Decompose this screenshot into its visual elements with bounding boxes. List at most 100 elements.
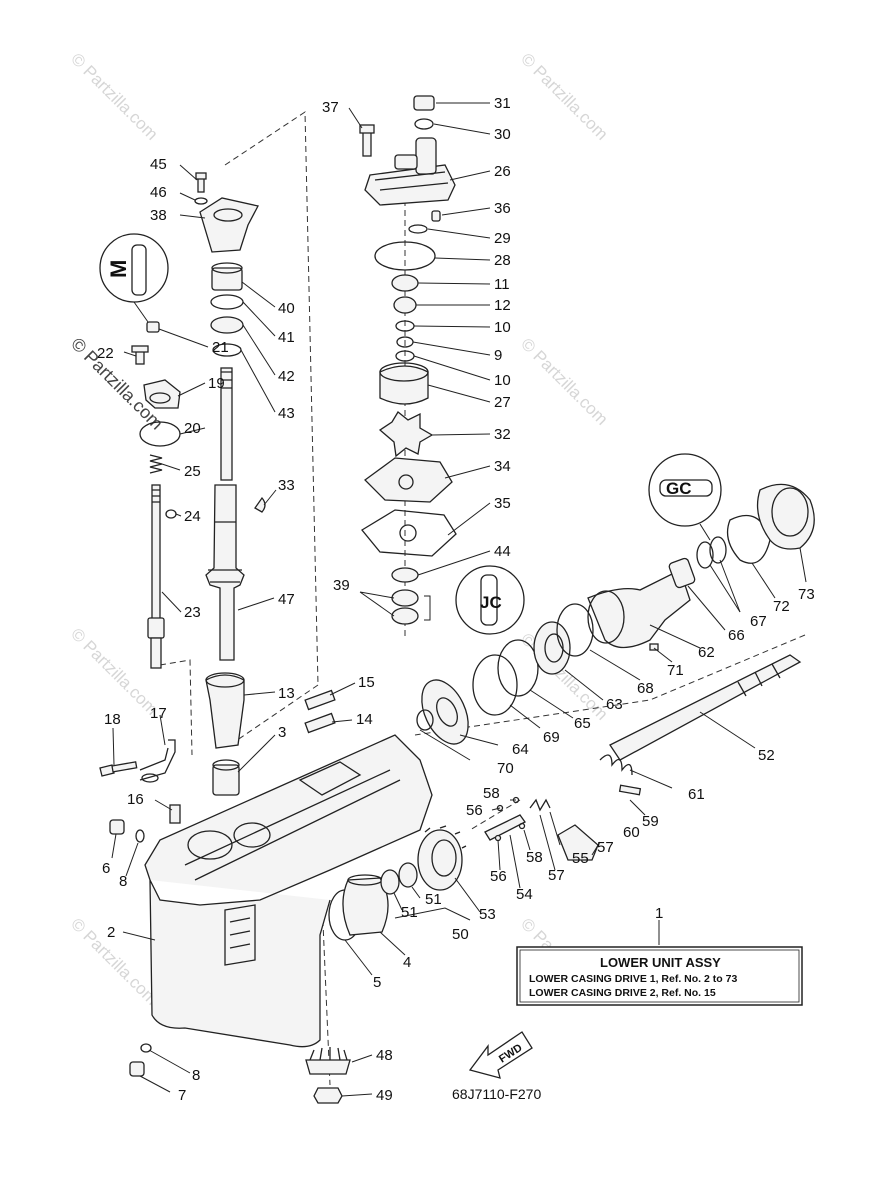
- lower-casing: [129, 734, 433, 1104]
- part-30-grommet: [414, 118, 434, 130]
- part-59-pin: [618, 784, 642, 796]
- part-45-bolt: [197, 177, 205, 193]
- callout-37: 37: [322, 99, 339, 116]
- part-23-shift-rod: [151, 484, 161, 621]
- callout-69: 69: [543, 729, 560, 746]
- callout-47: 47: [278, 591, 295, 608]
- part-47-drive-shaft: [205, 484, 245, 661]
- callout-21: 21: [212, 339, 229, 356]
- callout-42: 42: [278, 368, 295, 385]
- water-pump-parts: [361, 95, 457, 625]
- part-6-plug: [109, 819, 125, 835]
- callout-35: 35: [494, 495, 511, 512]
- part-3-bushing: [212, 764, 240, 796]
- callout-labels: 31 30 26 36 29 28 11 12 10 9 10 27 32 34…: [97, 95, 815, 1104]
- callout-14: 14: [356, 711, 373, 728]
- callout-5: 5: [373, 974, 381, 991]
- callout-53: 53: [479, 906, 496, 923]
- callout-3: 3: [278, 724, 286, 741]
- part-62-bearing-housing: [587, 569, 691, 649]
- callout-48: 48: [376, 1047, 393, 1064]
- callout-8a: 8: [119, 873, 127, 890]
- part-63-bearing: [533, 621, 571, 675]
- callout-41: 41: [278, 329, 295, 346]
- part-21-bushing: [146, 321, 160, 333]
- info-box-line-1: LOWER CASING DRIVE 1, Ref. No. 2 to 73: [529, 973, 737, 985]
- part-7-plug: [129, 1061, 145, 1077]
- callout-18: 18: [104, 711, 121, 728]
- callout-4: 4: [403, 954, 411, 971]
- callout-68: 68: [637, 680, 654, 697]
- part-41-washer: [210, 294, 244, 310]
- info-box-title: LOWER UNIT ASSY: [600, 955, 721, 970]
- callout-13: 13: [278, 685, 295, 702]
- callout-8b: 8: [192, 1067, 200, 1084]
- part-29-o-ring: [408, 224, 428, 234]
- part-48-pinion: [305, 1059, 351, 1075]
- callout-43: 43: [278, 405, 295, 422]
- part-17-hose: [139, 739, 176, 781]
- part-12-seal: [393, 296, 417, 314]
- callout-73: 73: [798, 586, 815, 603]
- callout-62: 62: [698, 644, 715, 661]
- callout-28: 28: [494, 252, 511, 269]
- part-64-reverse-gear: [421, 679, 469, 745]
- part-35-gasket: [361, 509, 457, 557]
- callout-23: 23: [184, 604, 201, 621]
- lube-jc-text: JC: [480, 593, 502, 612]
- callout-16: 16: [127, 791, 144, 808]
- callout-49: 49: [376, 1087, 393, 1104]
- callout-12: 12: [494, 297, 511, 314]
- drive-shaft-upper: [220, 367, 233, 481]
- callout-60: 60: [623, 824, 640, 841]
- part-13-sleeve: [205, 674, 245, 749]
- callout-44: 44: [494, 543, 511, 560]
- part-19-shift-lever: [143, 379, 181, 409]
- diagram-code: 68J7110-F270: [452, 1086, 541, 1102]
- callout-56b: 56: [490, 868, 507, 885]
- part-11-seal: [391, 274, 419, 292]
- callout-31: 31: [494, 95, 511, 112]
- callout-20: 20: [184, 420, 201, 437]
- callout-51a: 51: [401, 904, 418, 921]
- callout-17: 17: [150, 705, 167, 722]
- fwd-arrow-icon: FWD: [468, 1031, 533, 1079]
- part-25-spring: [149, 454, 163, 474]
- part-65-washer: [497, 639, 539, 697]
- assembly-lines: [159, 111, 806, 1086]
- part-32-impeller: [378, 411, 434, 458]
- part-46-washer: [194, 197, 208, 205]
- part-15-key: [304, 689, 336, 711]
- callout-10a: 10: [494, 319, 511, 336]
- callout-67: 67: [750, 613, 767, 630]
- callout-56a: 56: [466, 802, 483, 819]
- callout-54: 54: [516, 886, 533, 903]
- callout-57a: 57: [548, 867, 565, 884]
- callout-55: 55: [572, 850, 589, 867]
- part-39-seal: [391, 589, 419, 607]
- lube-gc-text: GC: [666, 479, 692, 498]
- part-18-bolt: [99, 764, 115, 777]
- callout-27: 27: [494, 394, 511, 411]
- callout-57b: 57: [597, 839, 614, 856]
- callout-24: 24: [184, 508, 201, 525]
- watermark: © Partzilla.com: [517, 49, 611, 143]
- part-31-grommet: [413, 95, 435, 111]
- lube-m-text: M: [106, 260, 131, 278]
- callout-46: 46: [150, 184, 167, 201]
- part-67-seal-b: [709, 536, 727, 564]
- part-73-ring-nut: [756, 483, 815, 550]
- callout-1: 1: [655, 905, 663, 922]
- part-56-ball-b: [494, 834, 502, 842]
- part-2-lower-casing: [144, 734, 433, 1048]
- callout-26: 26: [494, 163, 511, 180]
- callout-29: 29: [494, 230, 511, 247]
- part-70-shim: [416, 709, 434, 731]
- part-71-key: [649, 643, 659, 651]
- watermark: © Partzilla.com: [67, 49, 161, 143]
- part-58-ball-b: [518, 822, 526, 830]
- callout-51b: 51: [425, 891, 442, 908]
- callout-39: 39: [333, 577, 350, 594]
- part-14-key: [304, 712, 336, 734]
- shift-rod-parts: M: [99, 233, 181, 843]
